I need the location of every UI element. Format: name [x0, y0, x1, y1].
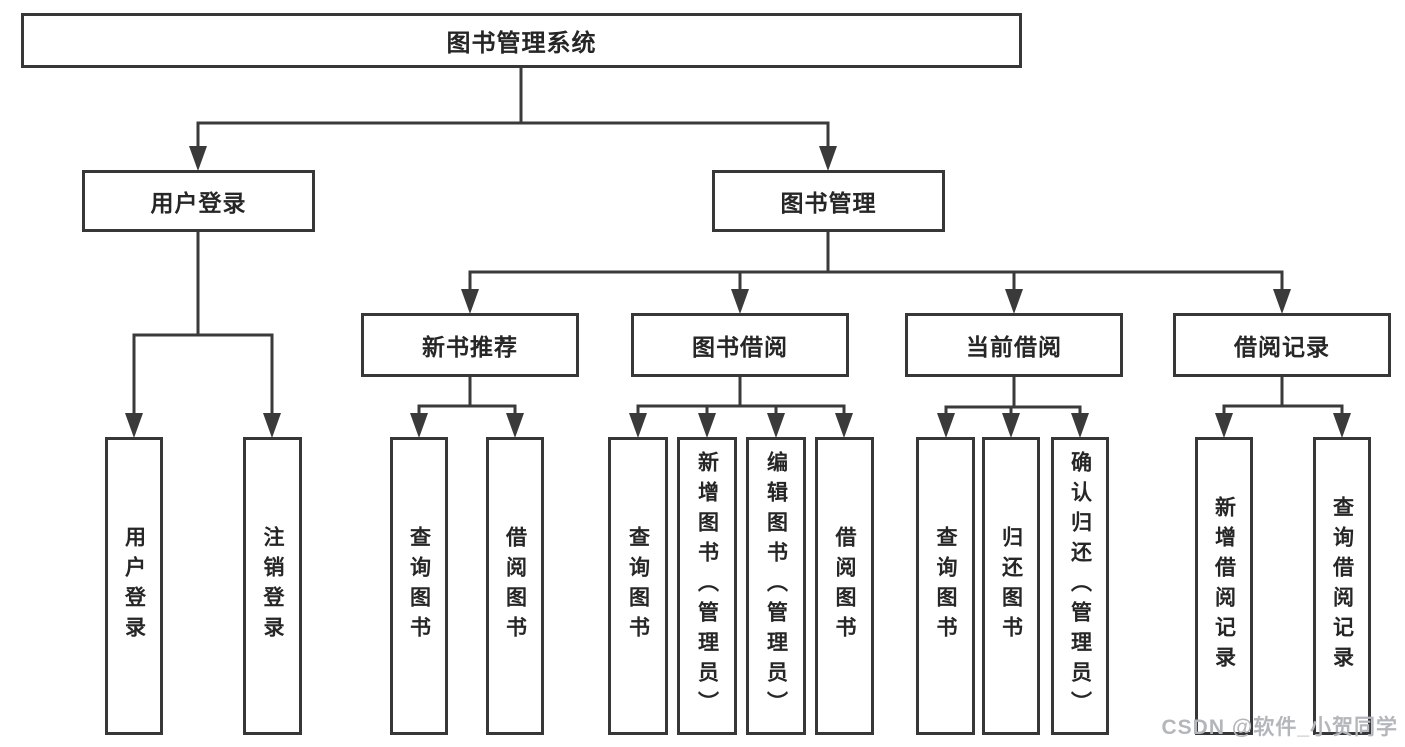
node-leaf-br-query-record-label: 查询借阅记录 [1330, 496, 1354, 676]
node-new-book-rec: 新书推荐 [361, 313, 579, 377]
node-root: 图书管理系统 [21, 13, 1022, 68]
node-leaf-bb-add-books-admin-label: 新增图书（管理员） [695, 451, 719, 721]
node-leaf-user-login: 用户登录 [105, 437, 163, 735]
node-root-label: 图书管理系统 [446, 30, 597, 57]
node-leaf-cb-query-books: 查询图书 [916, 437, 975, 735]
node-leaf-br-query-record: 查询借阅记录 [1313, 437, 1371, 735]
node-leaf-cb-return-books: 归还图书 [982, 437, 1040, 735]
node-leaf-logout-label: 注销登录 [261, 526, 284, 646]
node-leaf-cb-query-books-label: 查询图书 [934, 526, 957, 646]
node-leaf-bb-borrow-books-label: 借阅图书 [833, 526, 856, 646]
node-current-borrow: 当前借阅 [905, 313, 1123, 377]
node-book-mgmt-label: 图书管理 [780, 190, 877, 216]
node-new-book-rec-label: 新书推荐 [422, 334, 518, 360]
node-leaf-bb-borrow-books: 借阅图书 [815, 437, 874, 735]
node-leaf-bb-query-books-label: 查询图书 [626, 526, 650, 646]
node-leaf-cb-confirm-return-admin-label: 确认归还（管理员） [1068, 451, 1092, 721]
node-user-login-label: 用户登录 [150, 190, 247, 216]
node-book-borrow: 图书借阅 [631, 313, 849, 377]
node-leaf-br-add-record-label: 新增借阅记录 [1212, 496, 1236, 676]
node-leaf-user-login-label: 用户登录 [122, 526, 146, 646]
node-leaf-nb-query-books: 查询图书 [390, 437, 448, 735]
node-leaf-cb-confirm-return-admin: 确认归还（管理员） [1051, 437, 1109, 735]
node-leaf-bb-edit-books-admin: 编辑图书（管理员） [746, 437, 806, 735]
node-borrow-record: 借阅记录 [1173, 313, 1391, 377]
node-user-login: 用户登录 [82, 170, 315, 232]
node-current-borrow-label: 当前借阅 [966, 334, 1062, 360]
node-leaf-logout: 注销登录 [243, 437, 302, 735]
node-leaf-nb-borrow-books: 借阅图书 [486, 437, 544, 735]
node-leaf-bb-add-books-admin: 新增图书（管理员） [677, 437, 737, 735]
node-leaf-br-add-record: 新增借阅记录 [1195, 437, 1253, 735]
watermark: CSDN @软件_小贺同学 [1161, 716, 1398, 739]
node-book-borrow-label: 图书借阅 [692, 334, 788, 360]
node-book-mgmt: 图书管理 [712, 170, 945, 232]
node-leaf-nb-query-books-label: 查询图书 [407, 526, 431, 646]
node-leaf-cb-return-books-label: 归还图书 [999, 526, 1023, 646]
node-leaf-bb-query-books: 查询图书 [608, 437, 668, 735]
node-borrow-record-label: 借阅记录 [1234, 334, 1330, 360]
node-leaf-bb-edit-books-admin-label: 编辑图书（管理员） [764, 451, 788, 721]
node-leaf-nb-borrow-books-label: 借阅图书 [503, 526, 527, 646]
